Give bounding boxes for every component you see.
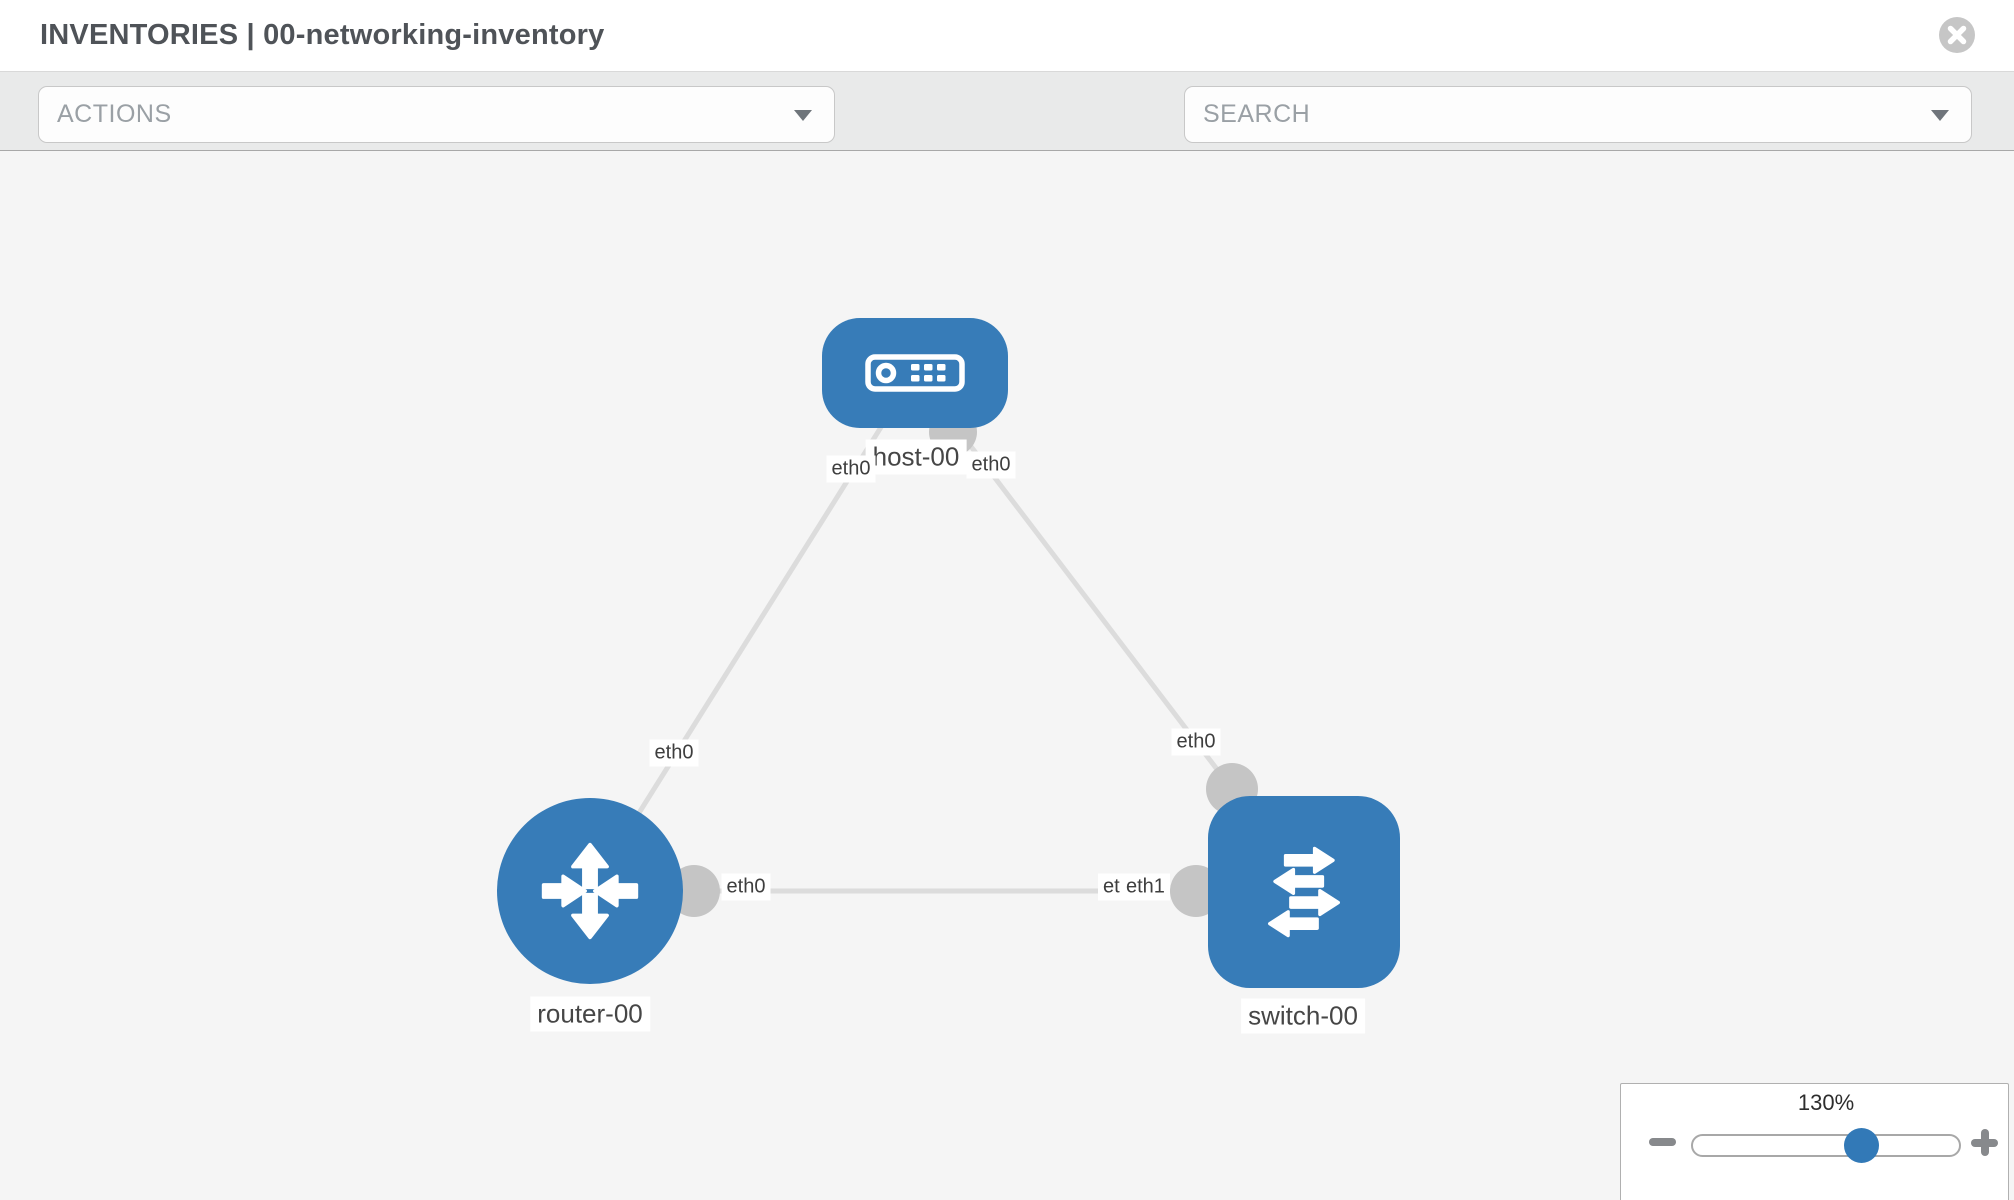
topology-canvas[interactable]: host-00 router-00 switch-00 eth0 eth0 et… [0, 152, 2014, 1200]
search-dropdown-label: SEARCH [1203, 100, 1311, 128]
modal-header: INVENTORIES | 00-networking-inventory [0, 0, 2014, 71]
close-icon [1939, 17, 1975, 53]
topology-links-layer [587, 371, 1258, 917]
interface-label-host-router-hostside: eth0 [826, 455, 876, 483]
host-icon [865, 354, 965, 392]
node-switch-00[interactable] [1208, 796, 1400, 988]
zoom-level-value: 130% [1797, 1090, 1855, 1115]
interface-label-host-switch-switchside: eth0 [1171, 728, 1221, 756]
node-label-host: host-00 [865, 439, 967, 475]
zoom-slider-track[interactable] [1691, 1134, 1961, 1157]
node-host-00[interactable] [822, 318, 1008, 428]
toolbar: ACTIONS SEARC [0, 71, 2014, 197]
zoom-control-panel: 130% [1620, 1083, 2009, 1200]
page-title: INVENTORIES | 00-networking-inventory [40, 19, 605, 51]
zoom-in-button[interactable] [1971, 1129, 1998, 1156]
node-label-switch: switch-00 [1241, 998, 1365, 1034]
plus-icon [1981, 1129, 1989, 1156]
actions-dropdown[interactable]: ACTIONS [38, 86, 835, 143]
switch-icon [1268, 846, 1340, 938]
interface-label-router-switch-switchside: eth1 [1121, 873, 1170, 901]
actions-dropdown-label: ACTIONS [57, 100, 172, 128]
zoom-out-button[interactable] [1649, 1138, 1676, 1146]
router-icon [541, 842, 639, 940]
search-dropdown[interactable]: SEARCH [1184, 86, 1972, 143]
interface-label-host-switch-hostside: eth0 [966, 451, 1016, 479]
node-router-00[interactable] [497, 798, 683, 984]
interface-label-host-router-routerside: eth0 [649, 739, 699, 767]
interface-label-router-switch-routerside: eth0 [721, 873, 771, 901]
node-label-router: router-00 [530, 996, 650, 1032]
chevron-down-icon [1931, 109, 1949, 121]
close-button[interactable] [1938, 16, 1976, 54]
zoom-slider-thumb[interactable] [1844, 1128, 1879, 1163]
chevron-down-icon [794, 109, 812, 121]
